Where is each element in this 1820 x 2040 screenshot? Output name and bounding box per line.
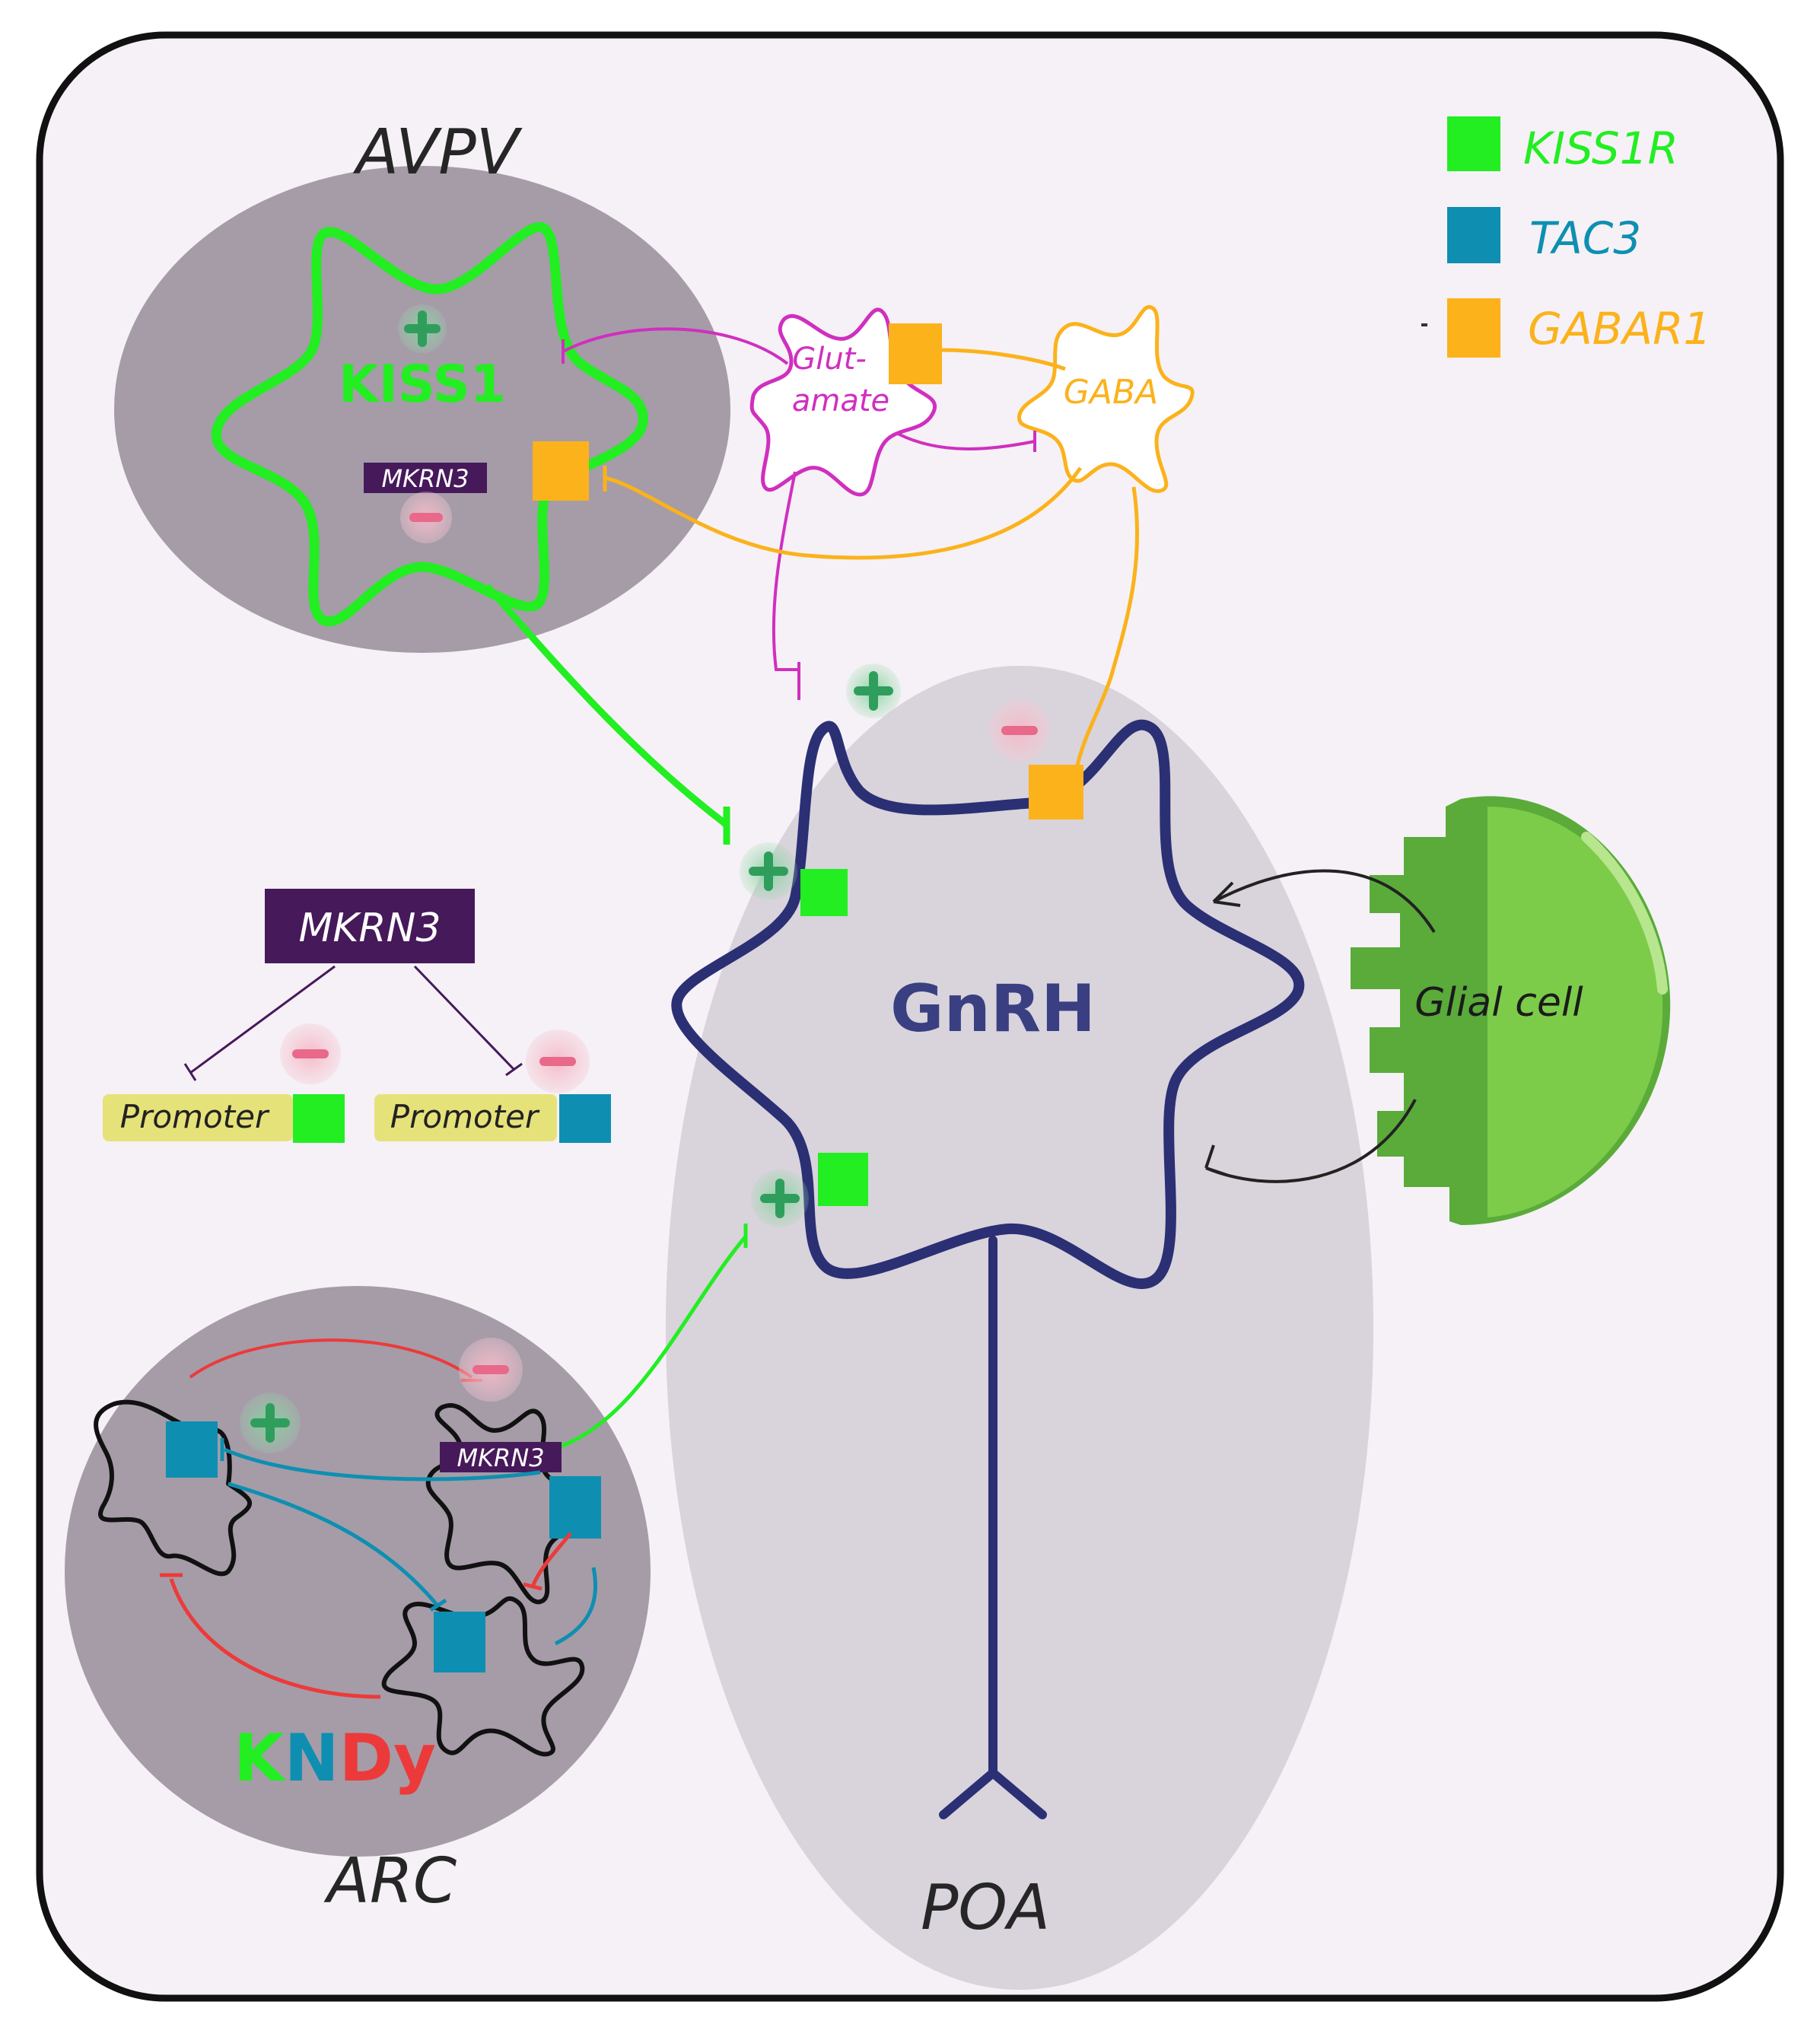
- arc-red-right-path: [523, 1532, 572, 1591]
- glutamate-to-gnrh-path: [772, 471, 800, 700]
- arc-blue-left-path: [228, 1481, 447, 1612]
- arc-label: ARC: [323, 1845, 457, 1917]
- gaba-to-glutamate-path: [941, 348, 1066, 371]
- gaba-neuron: [1017, 304, 1195, 493]
- glial-to-gnrh-arrow-bottom: [1204, 1099, 1417, 1183]
- avpv-mkrn3-tag: [364, 463, 487, 493]
- promoter-left-text: Promoter: [120, 1098, 270, 1135]
- promoter-left-kiss1r-gene: [293, 1094, 345, 1143]
- mkrn3-center-box: [265, 889, 475, 963]
- arc-mkrn3-tag: [440, 1442, 562, 1472]
- glutamate-to-kiss1-path: [562, 327, 789, 365]
- promoter-right-text: Promoter: [390, 1098, 540, 1135]
- arc-neuron-left-tac3-receptor: [166, 1421, 218, 1478]
- kiss1-gabar1-receptor: [533, 441, 589, 501]
- mkrn3-center-text: MKRN3: [298, 905, 441, 951]
- arc-blue-top-path: [220, 1438, 541, 1481]
- legend-tac3-label: TAC3: [1529, 212, 1641, 264]
- legend-kiss1r-swatch: [1447, 116, 1500, 171]
- kndy-k: K: [234, 1720, 287, 1797]
- glutamate-gabar1-receptor: [889, 323, 942, 384]
- gaba-to-gnrh-path: [1074, 486, 1140, 769]
- gnrh-gabar1-receptor: [1029, 765, 1083, 820]
- glutamate-to-gaba-path: [897, 431, 1036, 452]
- promoter-left-box: [103, 1094, 293, 1141]
- legend-kiss1r-label: KISS1R: [1523, 123, 1678, 174]
- arc-blue-right-path: [554, 1567, 598, 1646]
- avpv-region: [114, 166, 730, 653]
- arc-neuron-bottom-tac3-receptor: [434, 1612, 485, 1672]
- kiss1-to-gnrh-path: [484, 584, 730, 845]
- arc-mkrn3-text: MKRN3: [457, 1443, 544, 1472]
- arc-plus-icon: [250, 1403, 290, 1443]
- arc-neuron-bottom: [381, 1596, 585, 1757]
- glial-cell-label: Glial cell: [1414, 980, 1583, 1026]
- gnrh-gaba-minus-icon: [1001, 726, 1038, 735]
- gnrh-label: GnRH: [890, 971, 1096, 1047]
- poa-label: POA: [921, 1872, 1050, 1944]
- promoter-right-tac3-gene: [559, 1094, 611, 1143]
- glial-cell-shine: [1581, 832, 1668, 995]
- gnrh-kiss1-plus-icon: [749, 851, 788, 891]
- arc-minus-icon: [473, 1365, 509, 1374]
- glutamate-label-line1: Glut-: [792, 342, 867, 377]
- kndy-dy: Dy: [339, 1720, 436, 1797]
- glial-to-gnrh-arrow-top: [1212, 869, 1436, 934]
- gnrh-arc-plus-icon: [760, 1179, 800, 1218]
- arc-neuron-left: [94, 1399, 253, 1577]
- glial-cell-highlight: [1488, 807, 1663, 1217]
- gaba-to-kiss1-path: [603, 466, 1083, 560]
- gnrh-kiss1r-receptor-top: [800, 869, 848, 916]
- promoter-left-minus-icon: [292, 1049, 329, 1058]
- avpv-minus-icon: [409, 513, 443, 522]
- gaba-label: GABA: [1064, 373, 1158, 412]
- arc-neuron-right: [425, 1403, 593, 1605]
- promoter-right-minus-icon: [539, 1057, 576, 1066]
- kiss1-label: KISS1: [339, 355, 506, 415]
- glutamate-label-line2: amate: [792, 383, 889, 419]
- kndy-label: KNDy: [234, 1720, 436, 1797]
- arc-neuron-right-tac3-receptor: [549, 1476, 601, 1539]
- arc-to-gnrh-path: [551, 1224, 748, 1452]
- gnrh-axon: [939, 1236, 1047, 1819]
- legend-dash-mark: [1421, 323, 1427, 326]
- avpv-plus-icon: [404, 310, 441, 347]
- kiss1-neuron: [211, 222, 648, 627]
- mkrn3-to-promoter-left-path: [183, 965, 336, 1081]
- legend-gabar1-label: GABAR1: [1528, 303, 1711, 355]
- legend-tac3-swatch: [1447, 207, 1500, 263]
- mkrn3-to-promoter-right-path: [413, 965, 523, 1077]
- poa-region: [666, 666, 1373, 1990]
- legend-gabar1-swatch: [1447, 298, 1500, 358]
- avpv-mkrn3-text: MKRN3: [381, 464, 469, 493]
- gnrh-glutamate-plus-icon: [854, 671, 893, 711]
- gnrh-kiss1r-receptor-bottom: [818, 1153, 868, 1206]
- kndy-n: N: [285, 1720, 339, 1797]
- promoter-right-box: [374, 1094, 557, 1141]
- avpv-label: AVPV: [352, 116, 523, 189]
- arc-red-left-path: [160, 1573, 381, 1699]
